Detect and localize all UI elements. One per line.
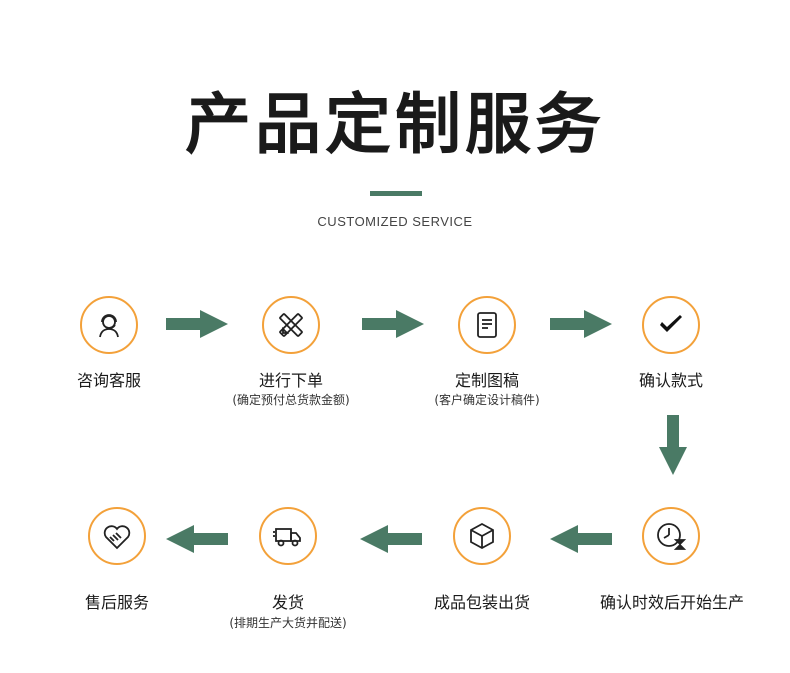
step-2-sublabel: (确定预付总货款金额) xyxy=(232,393,350,407)
arrow-right-1 xyxy=(166,310,228,338)
arrow-down xyxy=(659,415,687,475)
step-8-label: 售后服务 xyxy=(84,593,149,612)
step-3-circle xyxy=(458,296,516,354)
truck-icon xyxy=(273,528,301,547)
step-4-label: 确认款式 xyxy=(638,371,703,390)
page-title: 产品定制服务 xyxy=(185,86,605,163)
step-7-circle xyxy=(259,507,317,565)
box-icon xyxy=(470,522,494,550)
step-3-label: 定制图稿 xyxy=(454,371,519,390)
step-2-label: 进行下单 xyxy=(258,371,323,390)
step-6-circle xyxy=(453,507,511,565)
step-7-sublabel: (排期生产大货并配送) xyxy=(229,616,347,630)
pencil-ruler-icon xyxy=(279,313,303,337)
step-6-label: 成品包装出货 xyxy=(433,593,530,612)
arrow-left-3 xyxy=(166,525,228,553)
arrow-left-1 xyxy=(550,525,612,553)
step-2-circle xyxy=(262,296,320,354)
document-icon xyxy=(477,312,497,338)
step-3-sublabel: (客户确定设计稿件) xyxy=(434,393,540,407)
step-8-circle xyxy=(88,507,146,565)
step-5-circle xyxy=(642,507,700,565)
page-subtitle: CUSTOMIZED SERVICE xyxy=(317,214,473,229)
arrow-right-3 xyxy=(550,310,612,338)
arrow-right-2 xyxy=(362,310,424,338)
step-7-label: 发货 xyxy=(271,593,304,612)
step-1-label: 咨询客服 xyxy=(76,371,141,390)
step-1-circle xyxy=(80,296,138,354)
handshake-heart-icon xyxy=(103,525,131,550)
step-4-circle xyxy=(642,296,700,354)
step-5-label: 确认时效后开始生产 xyxy=(599,593,744,612)
title-underline xyxy=(370,191,422,196)
clock-hourglass-icon xyxy=(657,523,687,550)
checkmark-icon xyxy=(660,315,682,332)
arrow-left-2 xyxy=(360,525,422,553)
customer-service-icon xyxy=(99,314,119,338)
